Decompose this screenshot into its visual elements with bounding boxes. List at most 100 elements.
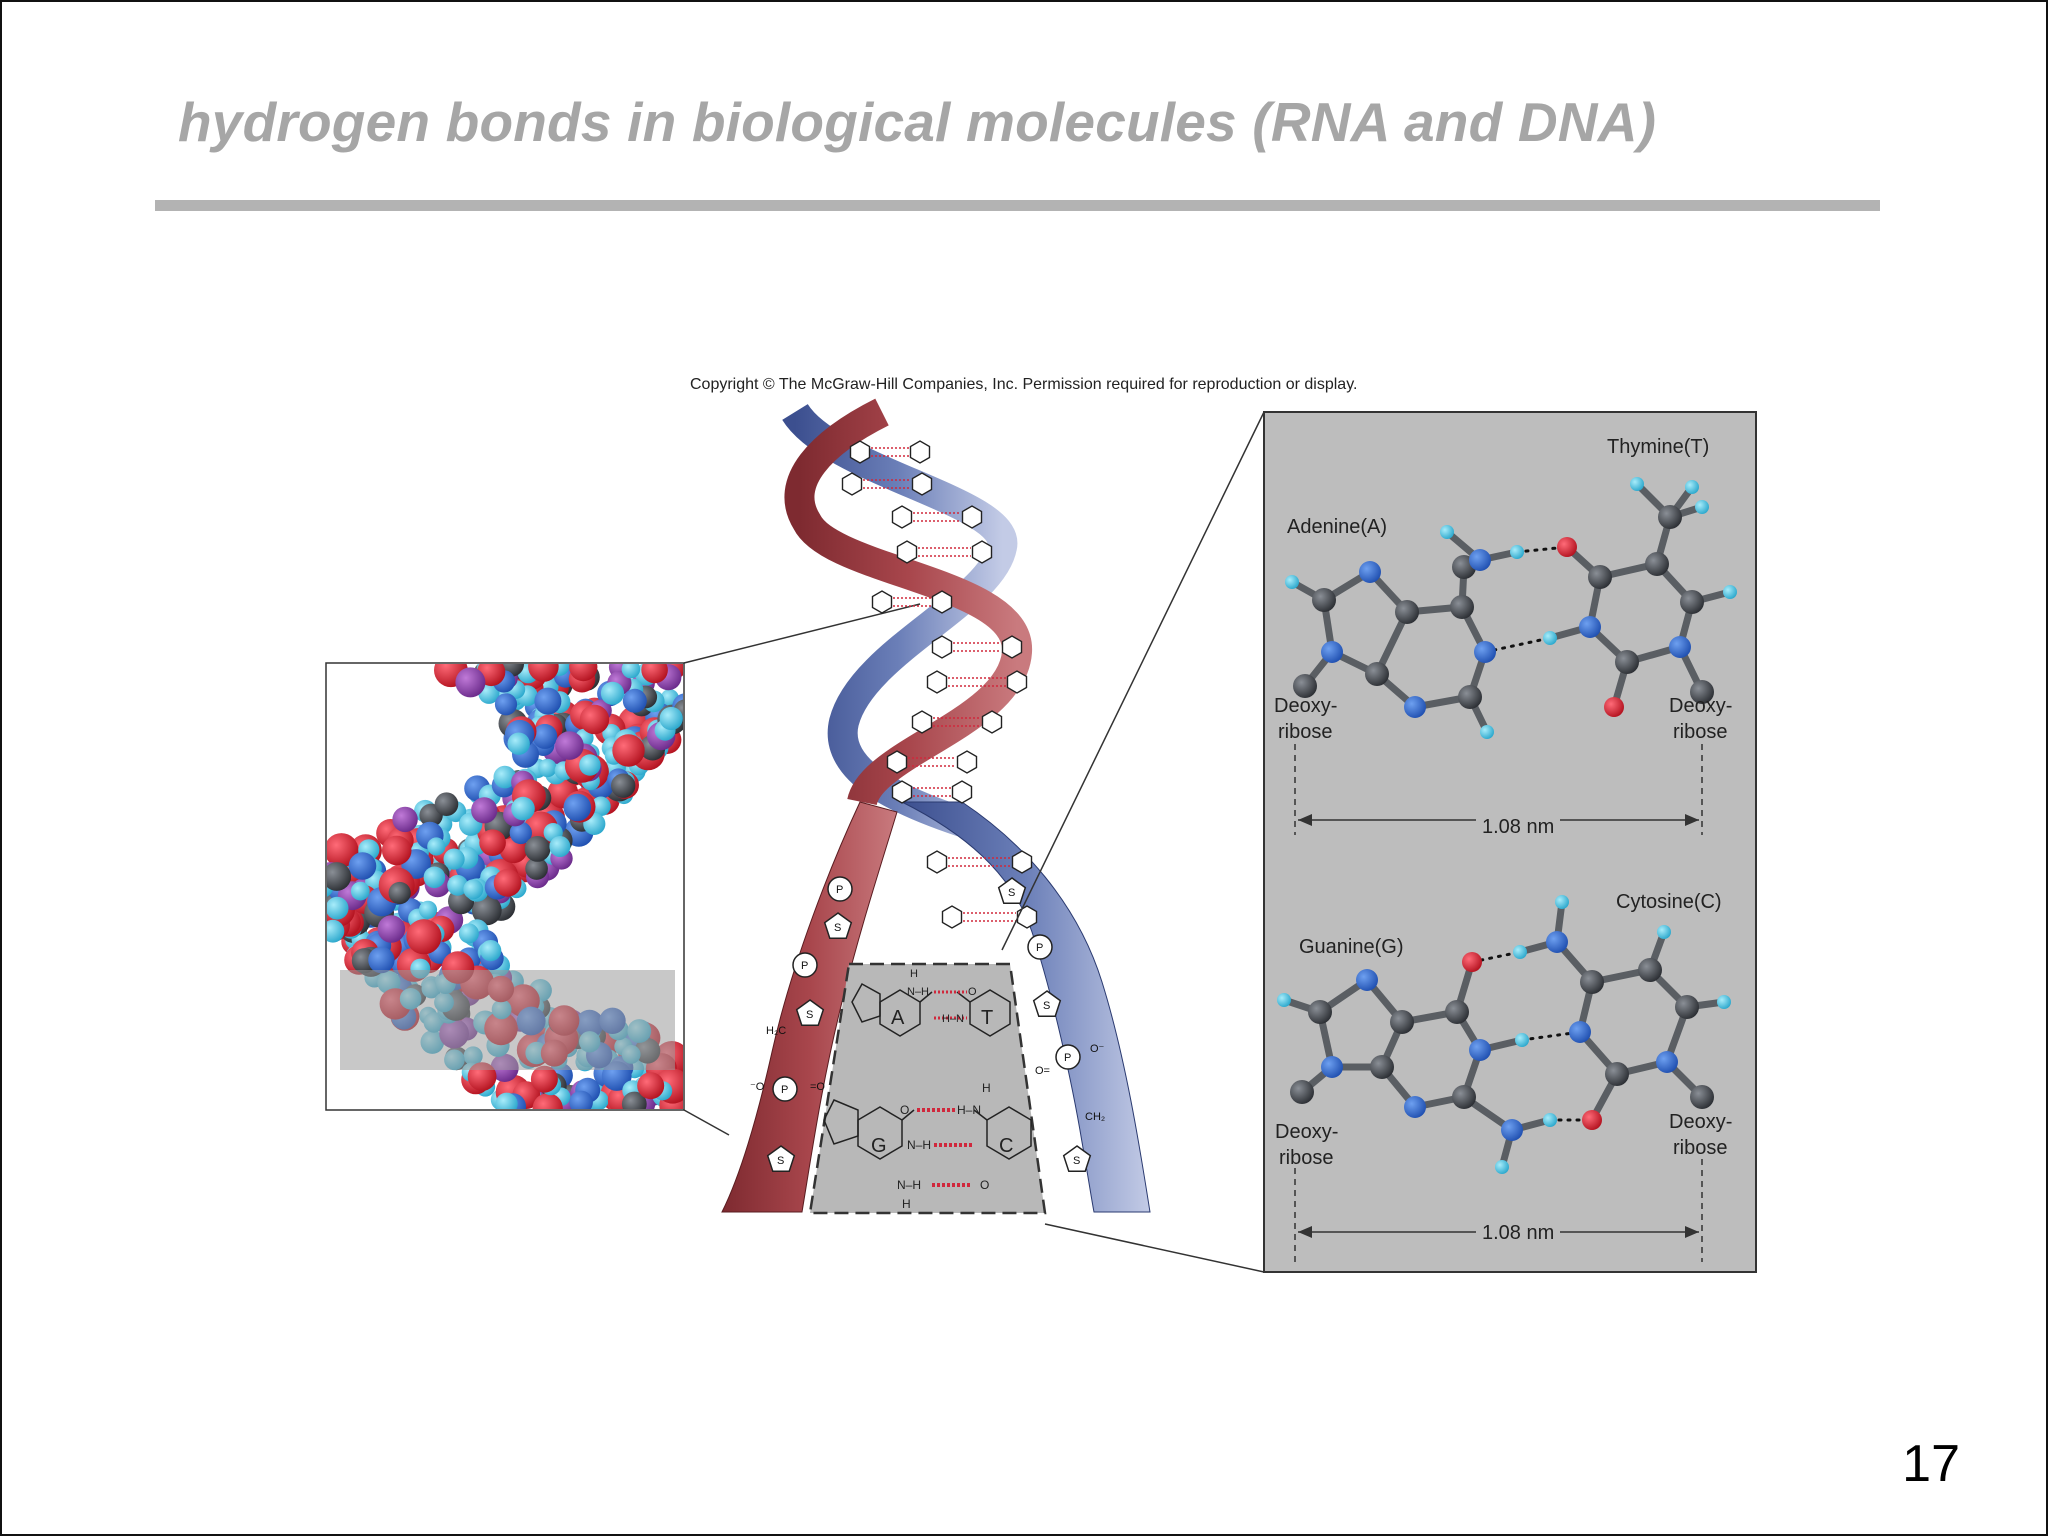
- nh-label: N–H: [907, 986, 929, 998]
- phosphate-bead: [792, 952, 818, 978]
- nitrogen-atom: [534, 687, 562, 715]
- deoxyribose-label: ribose: [1278, 721, 1332, 743]
- nitrogen-atom: [348, 852, 377, 880]
- h-label: H: [902, 1197, 911, 1211]
- hn-label: H–N: [957, 1103, 981, 1117]
- page-number: 17: [1902, 1435, 1960, 1493]
- oxygen-atom: [569, 664, 598, 682]
- h2c-label: H₂C: [766, 1025, 786, 1037]
- nitrogen-atom: [1656, 1051, 1678, 1073]
- carbon-atom: [1445, 1000, 1469, 1024]
- h-label: H: [910, 968, 918, 980]
- gc-pair-diagram: [823, 1099, 1032, 1160]
- phosphate-bead: [1055, 1044, 1081, 1070]
- carbon-atom: [1370, 1055, 1394, 1079]
- nh-label: N–H: [897, 1178, 921, 1192]
- carbon-atom: [1680, 590, 1704, 614]
- phosphate-letter: P: [836, 884, 843, 896]
- carbon-atom: [471, 895, 502, 926]
- sugar-letter: S: [1008, 887, 1015, 899]
- nitrogen-atom: [563, 793, 592, 822]
- o-equals-label: O=: [1035, 1065, 1050, 1077]
- deoxyribose-label: Deoxy-: [1275, 1121, 1338, 1143]
- guanine-letter: G: [871, 1135, 887, 1157]
- phosphate-letter: P: [1036, 942, 1043, 954]
- hydrogen-atom: [1513, 945, 1527, 959]
- hydrogen-atom: [301, 867, 324, 890]
- nitrogen-atom: [509, 821, 532, 845]
- oxygen-atom: [637, 1072, 665, 1100]
- oxygen-atom: [528, 664, 559, 682]
- oxygen-atom: [1604, 697, 1624, 717]
- hn-label: H–N: [942, 1013, 964, 1025]
- hydrogen-atom: [507, 732, 530, 755]
- carbon-atom: [1638, 958, 1662, 982]
- nitrogen-atom: [1469, 1039, 1491, 1061]
- carbon-atom: [1588, 565, 1612, 589]
- copyright-notice: Copyright © The McGraw-Hill Companies, I…: [690, 376, 1358, 393]
- title-rule: [155, 200, 1880, 211]
- sugar-letter: S: [1073, 1155, 1080, 1167]
- phosphorus-atom: [555, 731, 584, 760]
- base-ring: [1006, 670, 1028, 694]
- base-ring: [931, 635, 953, 659]
- hydrogen-atom: [1277, 993, 1291, 1007]
- carbon-atom: [1458, 685, 1482, 709]
- cytosine-letter: C: [999, 1135, 1013, 1157]
- oxygen-atom: [479, 829, 506, 856]
- hydrogen-atom: [458, 923, 479, 944]
- nitrogen-atom: [1321, 641, 1343, 663]
- h-label: H: [982, 1081, 991, 1095]
- hydrogen-atom: [327, 896, 349, 920]
- nitrogen-atom: [494, 693, 518, 716]
- base-ring: [849, 440, 871, 464]
- highlight-band: [340, 970, 675, 1070]
- base-ring: [951, 780, 973, 804]
- carbon-atom: [1365, 662, 1389, 686]
- carbon-atom: [1390, 1010, 1414, 1034]
- base-ring: [891, 780, 913, 804]
- oxygen-atom: [381, 835, 412, 866]
- base-ring: [841, 472, 863, 496]
- sugar-letter: S: [806, 1009, 813, 1021]
- hydrogen-atom: [463, 879, 484, 900]
- adenine-letter: A: [891, 1007, 905, 1029]
- hydrogen-atom: [549, 836, 571, 857]
- base-ring: [911, 710, 933, 734]
- base-ring: [891, 505, 913, 529]
- base-ring: [971, 540, 993, 564]
- carbon-atom: [388, 881, 411, 905]
- carbon-atom: [434, 792, 459, 816]
- red-strand-upper: [784, 398, 1032, 807]
- hydrogen-atom: [591, 796, 611, 817]
- sugar-bead: [766, 1145, 796, 1173]
- hydrogen-atom: [538, 758, 557, 778]
- base-ring: [1001, 635, 1023, 659]
- o-minus-label: ⁻O: [750, 1081, 765, 1093]
- nitrogen-atom: [532, 723, 558, 749]
- nitrogen-atom: [1321, 1056, 1343, 1078]
- nh-label: N–H: [907, 1138, 931, 1152]
- adenine-label: Adenine(A): [1287, 516, 1387, 538]
- o-label: O: [968, 986, 977, 998]
- carbon-atom: [1605, 1062, 1629, 1086]
- hydrogen-atom: [327, 919, 345, 943]
- dimension-arrow: [1298, 1226, 1312, 1238]
- carbon-atom: [525, 857, 548, 880]
- phosphorus-atom: [377, 915, 406, 943]
- phosphate-bead: [827, 876, 853, 902]
- nitrogen-atom: [569, 1090, 593, 1109]
- base-ring: [871, 590, 893, 614]
- base-ring: [909, 440, 931, 464]
- base-ring: [956, 750, 978, 774]
- oxygen-atom: [612, 734, 645, 767]
- sugar-letter: S: [834, 922, 841, 934]
- deoxyribose-label: ribose: [1673, 1137, 1727, 1159]
- distance-label: 1.08 nm: [1482, 1222, 1554, 1244]
- ch2-label: CH₂: [1085, 1111, 1105, 1123]
- nitrogen-atom: [1669, 636, 1691, 658]
- phosphorus-atom: [471, 797, 498, 824]
- connector-line: [1001, 411, 1265, 951]
- oxygen-atom: [579, 704, 610, 735]
- thymine-letter: T: [981, 1007, 993, 1029]
